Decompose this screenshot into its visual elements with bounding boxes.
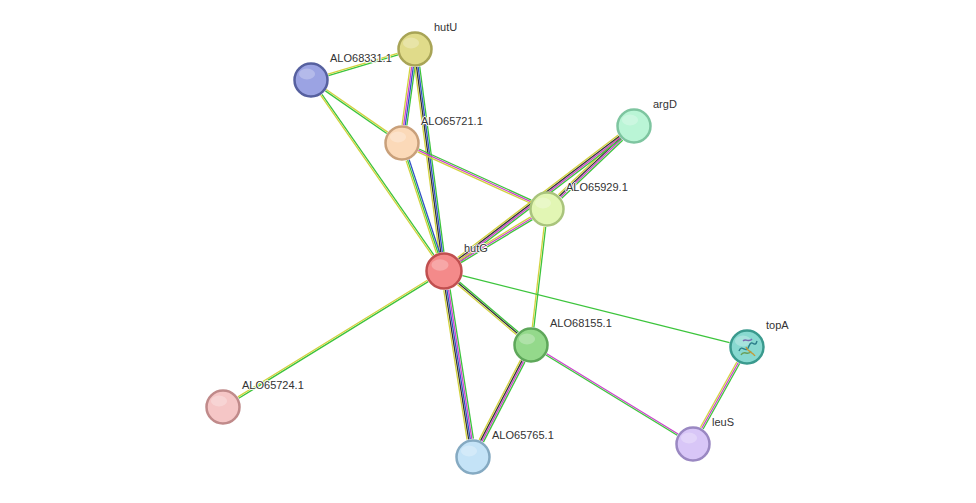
protein-node: ALO68155.1: [513, 327, 549, 363]
interaction-edge: [700, 362, 739, 429]
interaction-edge: [418, 149, 532, 203]
protein-node: hutU: [397, 31, 433, 67]
node-label: ALO65721.1: [421, 115, 483, 128]
node-label: topA: [766, 319, 789, 332]
interaction-edge: [457, 282, 518, 334]
node-circle: [425, 252, 463, 290]
node-label: hutU: [434, 21, 457, 34]
node-label: hutG: [464, 242, 488, 255]
interaction-edge: [402, 67, 415, 126]
interaction-edge: [238, 280, 428, 398]
protein-node: ALO65765.1: [455, 439, 491, 475]
node-label: ALO68331.1: [330, 52, 392, 65]
node-circle: [205, 389, 241, 425]
node-circle: [729, 329, 765, 365]
interaction-edge: [532, 227, 545, 327]
interaction-edge: [444, 289, 474, 439]
node-circle: [513, 327, 549, 363]
protein-node: ALO65929.1: [529, 191, 565, 227]
protein-node: ALO68331.1: [293, 62, 329, 98]
interaction-edge: [462, 276, 729, 343]
interaction-edge: [459, 217, 532, 263]
node-label: ALO65724.1: [242, 379, 304, 392]
interaction-edge: [546, 354, 678, 436]
protein-node: ALO65724.1: [205, 389, 241, 425]
node-circle: [293, 62, 329, 98]
node-circle: [384, 125, 420, 161]
node-circle: [529, 191, 565, 227]
interaction-edge: [321, 94, 434, 256]
interaction-edge: [458, 135, 621, 261]
node-label: ALO68155.1: [550, 317, 612, 330]
node-label: argD: [653, 98, 677, 111]
node-label: ALO65765.1: [492, 429, 554, 442]
protein-node: argD: [616, 108, 652, 144]
node-circle: [455, 439, 491, 475]
node-circle: [675, 426, 711, 462]
node-label: leuS: [712, 416, 734, 429]
protein-node: topA: [729, 329, 765, 365]
interaction-edge: [406, 160, 440, 254]
protein-node: ALO65721.1: [384, 125, 420, 161]
node-circle: [397, 31, 433, 67]
node-circle: [616, 108, 652, 144]
protein-node: hutG: [425, 252, 463, 290]
protein-node: leuS: [675, 426, 711, 462]
node-label: ALO65929.1: [566, 181, 628, 194]
